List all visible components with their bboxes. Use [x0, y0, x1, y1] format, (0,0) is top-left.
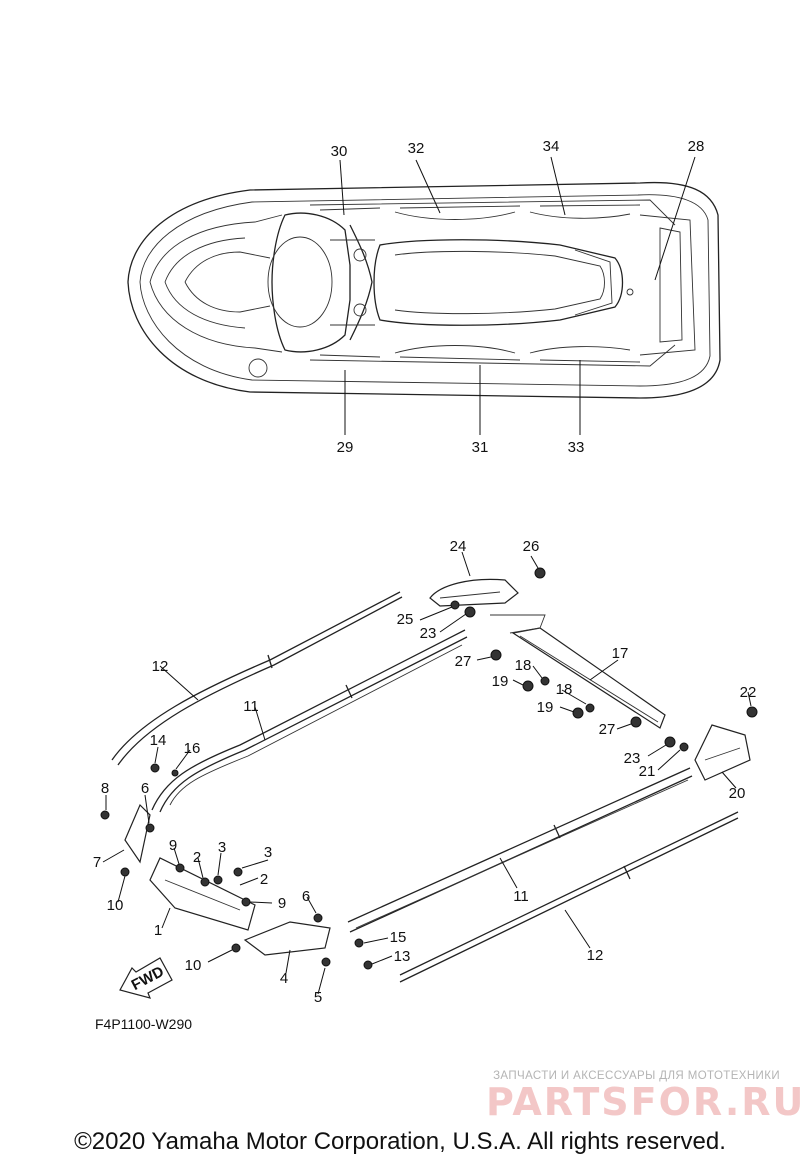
part-label: 19	[492, 673, 509, 690]
part-label: 7	[93, 854, 101, 871]
part-label: 18	[515, 657, 532, 674]
part-label: 32	[408, 140, 425, 157]
part-label: 22	[740, 684, 757, 701]
watermark-logo: PARTSFOR.RU	[486, 1080, 800, 1124]
part-label: 34	[543, 138, 560, 155]
part-label: 12	[152, 658, 169, 675]
part-label: 31	[472, 439, 489, 456]
part-label: 11	[513, 888, 529, 905]
part-label: 24	[450, 538, 467, 555]
part-label: 5	[314, 989, 322, 1006]
part-label: 10	[185, 957, 202, 974]
part-label: 16	[184, 740, 201, 757]
copyright-notice: ©2020 Yamaha Motor Corporation, U.S.A. A…	[74, 1128, 726, 1155]
part-label: 27	[455, 653, 472, 670]
part-label: 6	[302, 888, 310, 905]
part-label: 33	[568, 439, 585, 456]
watermark-tagline: ЗАПЧАСТИ И АКСЕССУАРЫ ДЛЯ МОТОТЕХНИКИ	[493, 1070, 780, 1082]
part-label: 11	[243, 698, 259, 715]
part-label: 23	[420, 625, 437, 642]
exploded-view	[100, 567, 758, 999]
part-label: 10	[107, 897, 124, 914]
part-label: 4	[280, 970, 288, 987]
exploded-leaders	[102, 551, 752, 995]
part-label: 25	[397, 611, 414, 628]
part-label: 19	[537, 699, 554, 716]
part-label: 13	[394, 948, 411, 965]
top-view-leaders	[339, 156, 696, 435]
part-label: 1	[154, 922, 162, 939]
part-label: 30	[331, 143, 348, 160]
part-label: 9	[169, 837, 177, 854]
part-label: 20	[729, 785, 746, 802]
part-label: 6	[141, 780, 149, 797]
part-label: 2	[193, 849, 201, 866]
watercraft-top-view	[127, 181, 721, 399]
part-label: 27	[599, 721, 616, 738]
part-label: 15	[390, 929, 407, 946]
part-label: 18	[556, 681, 573, 698]
part-label: 29	[337, 439, 354, 456]
part-labels: 30 32 34 28 29 31 33 24 26 25 23 27 17 1…	[93, 138, 757, 1032]
part-label: 28	[688, 138, 705, 155]
part-label: 14	[150, 732, 167, 749]
part-label: 26	[523, 538, 540, 555]
part-label: 3	[218, 839, 226, 856]
part-label: 23	[624, 750, 641, 767]
diagram-code: F4P1100-W290	[95, 1016, 192, 1032]
part-label: 8	[101, 780, 109, 797]
part-label: 9	[278, 895, 286, 912]
part-label: 3	[264, 844, 272, 861]
part-label: 21	[639, 763, 656, 780]
part-label: 12	[587, 947, 604, 964]
part-label: 2	[260, 871, 268, 888]
part-label: 17	[612, 645, 629, 662]
